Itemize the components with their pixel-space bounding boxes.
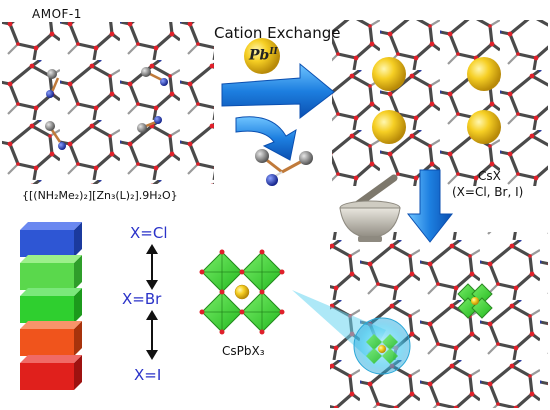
mof-with-perovskite-icon	[330, 232, 548, 408]
mortar-pestle-icon	[339, 174, 401, 242]
pb-sphere-icon	[372, 57, 406, 91]
perovskite-octahedra-icon	[199, 249, 285, 335]
guest-molecule-icon	[46, 69, 60, 98]
halide-i-label: X=I	[134, 366, 162, 384]
halide-cl-label: X=Cl	[130, 224, 168, 242]
halide-br-label: X=Br	[122, 290, 162, 308]
guest-molecule-icon	[137, 116, 162, 133]
cl-br-double-arrow-icon	[146, 244, 158, 290]
cation-label: PbII	[249, 48, 278, 63]
color-block-i	[20, 355, 82, 390]
perovskite-bubble	[353, 317, 411, 375]
pb-sphere-icon	[467, 57, 501, 91]
cation-symbol: Pb	[249, 47, 270, 64]
framework-name-label: AMOF-1	[32, 7, 82, 21]
pb-sphere-icon	[467, 110, 501, 144]
cation-exchange-arrow-icon	[221, 62, 335, 120]
pb-sphere-icon	[244, 38, 280, 74]
release-arrow-icon	[235, 116, 297, 161]
grinding-arrow-icon	[406, 169, 454, 243]
dimethylammonium-molecule-icon	[255, 149, 313, 186]
mof-lattice-icon	[2, 22, 214, 184]
framework-formula-label: {[(NH₂Me₂)₂][Zn₃(L)₂].9H₂O}	[22, 189, 178, 202]
cation-charge: II	[269, 47, 278, 57]
guest-molecule-icon	[45, 121, 66, 150]
cation-exchange-title: Cation Exchange	[214, 24, 341, 42]
mof-with-pb-icon	[332, 20, 548, 186]
color-block-br-i	[20, 321, 82, 356]
color-block-cl-br	[20, 255, 82, 290]
br-i-double-arrow-icon	[146, 310, 158, 360]
color-block-br	[20, 288, 82, 323]
pb-sphere-icon	[372, 110, 406, 144]
product-name-label: CsPbX₃	[222, 344, 265, 358]
guest-molecule-icon	[141, 67, 168, 86]
reagent-name-label: CsX	[478, 169, 501, 183]
reagent-halides-label: (X=Cl, Br, I)	[452, 185, 524, 199]
perovskite-octahedra-icon	[457, 283, 493, 319]
color-block-cl	[20, 222, 82, 257]
